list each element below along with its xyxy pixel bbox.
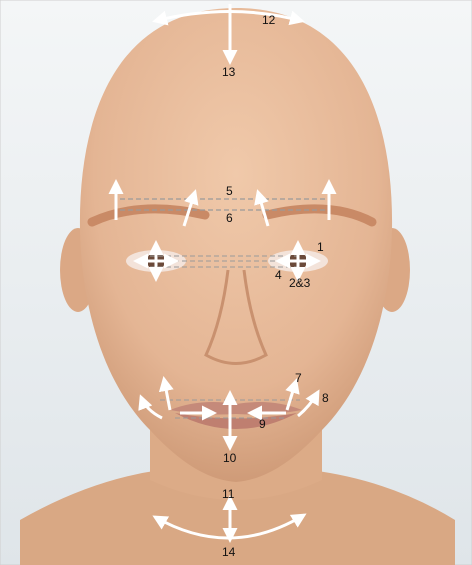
label-10: 10 xyxy=(223,451,237,465)
label-7: 7 xyxy=(295,371,302,385)
label-11: 11 xyxy=(222,487,235,501)
label-12: 12 xyxy=(262,13,276,27)
label-9: 9 xyxy=(259,417,266,431)
label-5: 5 xyxy=(226,184,233,198)
label-13: 13 xyxy=(222,65,236,79)
label-6: 6 xyxy=(226,211,233,225)
label-14: 14 xyxy=(222,545,236,559)
label-8: 8 xyxy=(322,391,329,405)
label-4: 4 xyxy=(275,268,282,282)
label-2-3: 2&3 xyxy=(289,276,311,290)
label-1: 1 xyxy=(317,240,324,254)
